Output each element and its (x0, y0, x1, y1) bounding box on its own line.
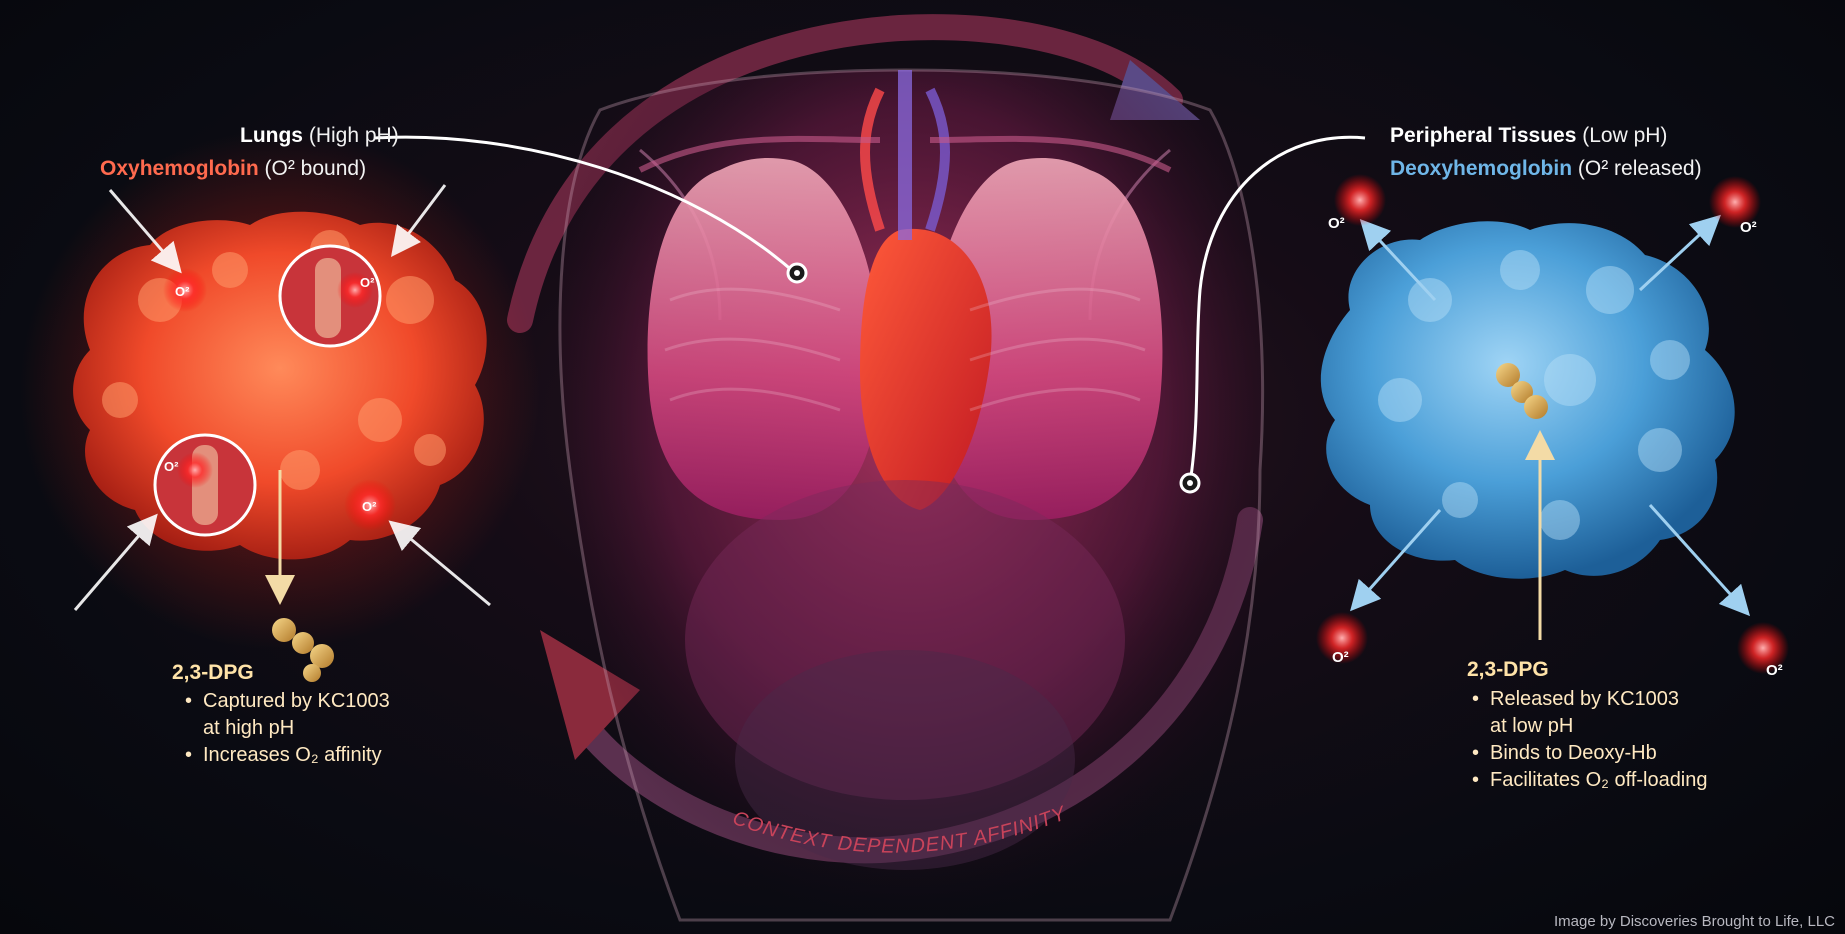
right-dpg-title: 2,3-DPG (1467, 658, 1549, 682)
left-dpg-bullet: Captured by KC1003 (183, 688, 390, 715)
o2-label: O² (360, 275, 375, 290)
image-credit: Image by Discoveries Brought to Life, LL… (1554, 913, 1835, 930)
oxyhemoglobin-molecule: O² O² O² O² (20, 130, 540, 682)
peripheral-condition: (Low pH) (1582, 124, 1667, 147)
o2-label: O² (1328, 215, 1345, 232)
peripheral-title: Peripheral Tissues (1390, 124, 1576, 147)
torso-anatomy (560, 70, 1263, 920)
right-dpg-bullets: Released by KC1003 at low pH Binds to De… (1470, 686, 1708, 794)
right-dpg-bullet-continuation: at low pH (1470, 713, 1708, 740)
lungs-title: Lungs (240, 124, 303, 147)
o2-label: O² (1740, 219, 1757, 236)
left-dpg-bullets: Captured by KC1003 at high pH Increases … (183, 688, 390, 769)
o2-label: O² (1766, 662, 1783, 679)
o2-label: O² (1332, 649, 1349, 666)
lungs-condition: (High pH) (309, 124, 399, 147)
right-dpg-bullet: Released by KC1003 (1470, 686, 1708, 713)
right-dpg-bullet: Binds to Deoxy-Hb (1470, 740, 1708, 767)
left-dpg-bullet-continuation: at high pH (183, 715, 390, 742)
oxyhemoglobin-label: Oxyhemoglobin (O² bound) (100, 156, 366, 182)
peripheral-label: Peripheral Tissues (Low pH) (1390, 123, 1667, 149)
deoxyhemoglobin-state: (O² released) (1578, 157, 1702, 180)
left-lung (648, 158, 880, 520)
o2-label: O² (164, 459, 179, 474)
oxyhemoglobin-state: (O² bound) (265, 157, 367, 180)
deoxyhemoglobin-molecule: O² O² O² O² (1316, 174, 1789, 679)
o2-label: O² (362, 499, 377, 514)
o2-label: O² (175, 284, 190, 299)
lungs-label: Lungs (High pH) (240, 123, 399, 149)
oxyhemoglobin-name: Oxyhemoglobin (100, 157, 259, 180)
left-dpg-title: 2,3-DPG (172, 661, 254, 685)
left-dpg-bullet: Increases O₂ affinity (183, 742, 390, 769)
deoxyhemoglobin-name: Deoxyhemoglobin (1390, 157, 1572, 180)
right-dpg-bullet: Facilitates O₂ off-loading (1470, 767, 1708, 794)
deoxyhemoglobin-label: Deoxyhemoglobin (O² released) (1390, 156, 1702, 182)
